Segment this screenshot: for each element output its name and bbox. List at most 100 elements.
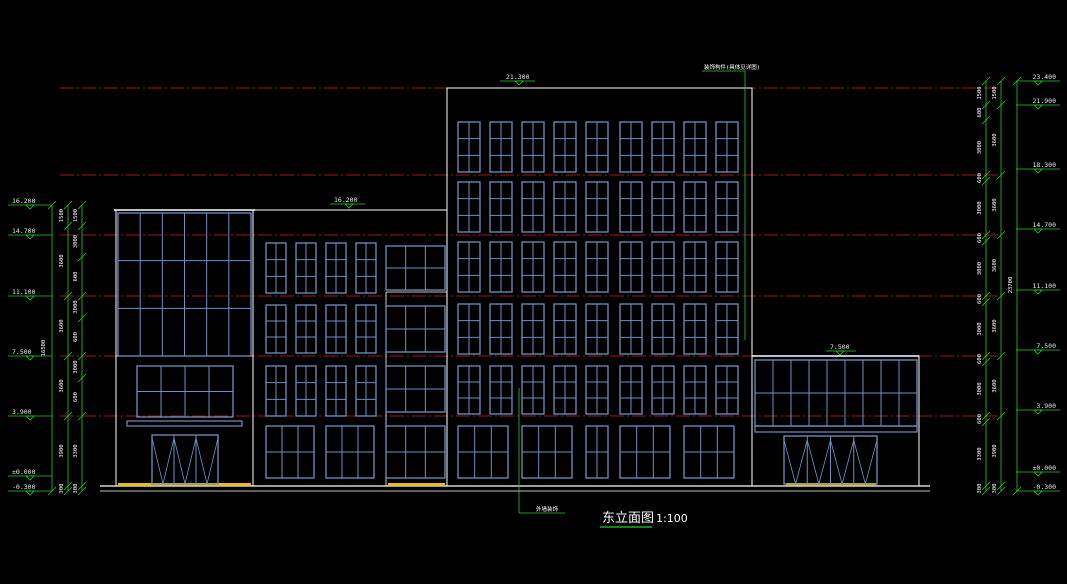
dimension-tick	[996, 170, 1006, 180]
drawing-title-block: 东立面图 1:100	[600, 511, 688, 528]
dimension-tick	[63, 200, 73, 210]
right-dim-a-label: 3600	[992, 133, 998, 146]
dimension-tick	[981, 115, 991, 125]
left-level-label: 11.100	[12, 288, 36, 296]
dimension-tick	[981, 236, 991, 246]
dimension-tick	[981, 297, 991, 307]
level-mark-triangle	[1033, 409, 1043, 415]
left-dim-b-label: 3000	[73, 235, 79, 248]
elevation-label-21300: 21.300	[506, 73, 530, 81]
right-dim-b-label: 600	[977, 173, 983, 183]
level-mark-triangle	[25, 490, 35, 496]
dimension-tick	[77, 351, 87, 361]
dimension-tick	[981, 230, 991, 240]
left-dim-a-label: 3600	[59, 254, 65, 267]
left-level-label: 7.500	[12, 348, 32, 356]
dimension-tick	[996, 351, 1006, 361]
right-level-label: -0.300	[1033, 483, 1057, 491]
right-dim-a-label: 3600	[992, 319, 998, 332]
left-dim-b-label: 600	[73, 332, 79, 342]
right-dim-b-label: 300	[977, 484, 983, 494]
left-level-label: 14.700	[12, 227, 36, 235]
elevation-label-16200: 16.200	[334, 196, 358, 204]
left-level-label: 16.200	[12, 197, 36, 205]
right-dim-a-label: 3600	[992, 259, 998, 272]
dimension-chains: 16.200 14.700 11.100 7.500 3.900 ±0.000 -0.300…	[8, 73, 1060, 496]
right-dim-b-label: 3000	[977, 262, 983, 275]
right-dim-b-label: 1500	[977, 86, 983, 99]
dimension-tick	[77, 252, 87, 262]
level-mark-triangle	[1033, 349, 1043, 355]
drawing-scale: 1:100	[656, 512, 688, 525]
dimension-tick	[1012, 486, 1022, 496]
left-level-label: 3.900	[12, 408, 32, 416]
door-leaf-mark	[173, 437, 197, 485]
dimension-tick	[63, 481, 73, 491]
dimension-tick	[63, 486, 73, 496]
dimension-tick	[47, 486, 57, 496]
level-mark-triangle	[25, 475, 35, 481]
dimension-tick	[981, 351, 991, 361]
dimension-tick	[996, 100, 1006, 110]
right-level-label: 23.400	[1033, 73, 1057, 81]
left-entrance-canopy	[126, 420, 243, 427]
dimension-tick	[77, 481, 87, 491]
level-mark-triangle	[25, 355, 35, 361]
left-dim-b-label: 300	[73, 484, 79, 494]
right-dim-b-label: 600	[977, 294, 983, 304]
right-dim-a-label: 1500	[992, 86, 998, 99]
left-level-label: ±0.000	[12, 468, 36, 476]
door-leaf-mark	[853, 439, 878, 486]
door-leaf-mark	[830, 439, 855, 486]
right-level-label: 18.300	[1033, 161, 1057, 169]
dimension-tick	[996, 481, 1006, 491]
left-dim-b-label: 600	[73, 392, 79, 402]
decorative-member-note: 装饰构件(具体见详图)	[704, 63, 760, 71]
window-grid	[117, 121, 918, 486]
right-dim-a-label: 3600	[992, 379, 998, 392]
right-level-label: 3.900	[1036, 402, 1056, 410]
right-level-label: 11.100	[1033, 282, 1057, 290]
left-dim-a-label: 3900	[59, 444, 65, 457]
elevation-label-7500-wing: 7.500	[830, 343, 850, 351]
exterior-finish-note: 外墙装饰	[536, 505, 559, 513]
annotation-top-right: 装饰构件(具体见详图)	[702, 63, 760, 340]
dimension-tick	[996, 411, 1006, 421]
right-dim-b-label: 3000	[977, 201, 983, 214]
left-dim-a-label: 300	[59, 484, 65, 494]
dimension-tick	[1012, 76, 1022, 86]
left-dim-b-label: 3300	[73, 444, 79, 457]
dimension-tick	[63, 351, 73, 361]
level-mark-triangle	[25, 204, 35, 210]
level-mark-triangle	[25, 295, 35, 301]
right-level-label: 7.500	[1036, 342, 1056, 350]
dimension-tick	[981, 486, 991, 496]
dimension-tick	[77, 486, 87, 496]
dimension-tick	[981, 411, 991, 421]
level-mark-triangle	[25, 415, 35, 421]
level-mark-triangle	[25, 234, 35, 240]
door-leaf-mark	[151, 437, 175, 485]
right-dim-b-label: 3000	[977, 141, 983, 154]
dimension-tick	[77, 373, 87, 383]
dimension-tick	[981, 291, 991, 301]
left-dim-b-label: 3000	[73, 360, 79, 373]
dimension-tick	[981, 417, 991, 427]
door-leaf-mark	[783, 439, 808, 486]
right-dim-a-label: 300	[992, 484, 998, 494]
building-outline	[100, 87, 930, 492]
right-level-label: 14.700	[1033, 221, 1057, 229]
level-mark-triangle	[1033, 168, 1043, 174]
dimension-tick	[77, 221, 87, 231]
dimension-tick	[77, 200, 87, 210]
left-level-label: -0.300	[12, 483, 36, 491]
dimension-tick	[981, 176, 991, 186]
dimension-tick	[996, 76, 1006, 86]
left-dim-b-label: 600	[73, 272, 79, 282]
dimension-tick	[77, 313, 87, 323]
right-dim-a-label: 3600	[992, 198, 998, 211]
right-total-dimension-label: 23700	[1008, 277, 1014, 294]
door-leaf-mark	[806, 439, 831, 486]
right-dim-b-label: 600	[977, 354, 983, 364]
annotation-bottom: 外墙装饰	[518, 388, 565, 514]
